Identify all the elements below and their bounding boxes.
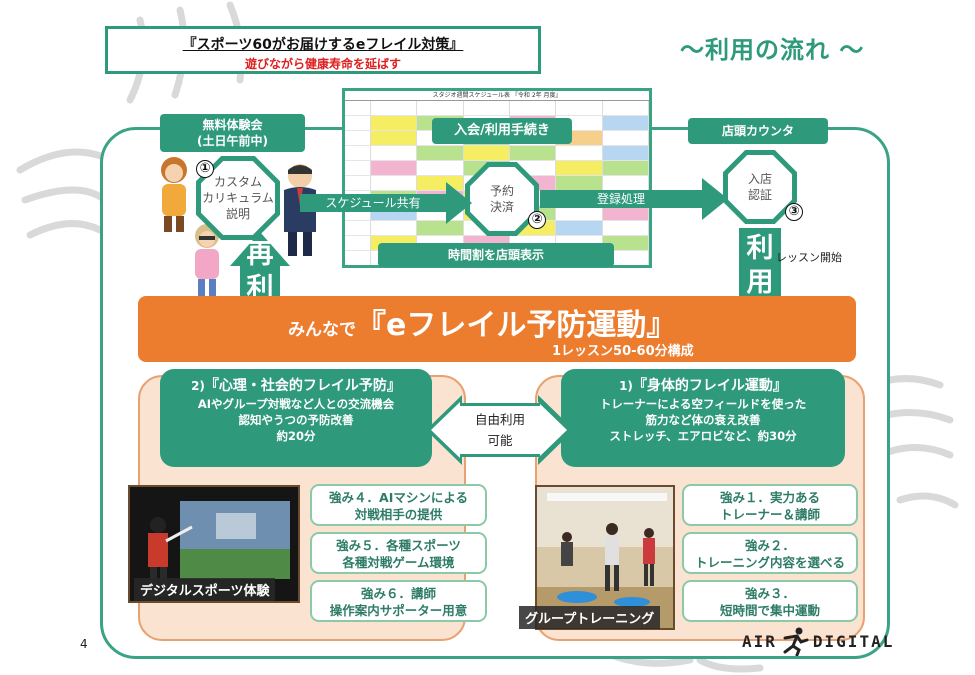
- step2-text-line1: 予約: [489, 184, 514, 198]
- lesson-start-text: レッスン開始: [776, 251, 842, 264]
- step3-store-entry-auth: 入店 認証: [723, 150, 797, 224]
- page-title: 『スポーツ60がお届けするeフレイル対策』: [182, 37, 464, 53]
- runner-icon: [783, 627, 809, 656]
- strength-4-card: 強み４．AIマシンによる 対戦相手の提供: [310, 484, 487, 526]
- reuse-char-1: 再: [246, 239, 274, 270]
- store-counter-label: 店頭カウンタ: [688, 118, 828, 144]
- psych-social-line1: AIやグループ対戦など人との交流機会: [197, 397, 395, 411]
- strength-3-line2: 短時間で集中運動: [719, 603, 820, 618]
- psych-social-num: 2): [191, 379, 205, 393]
- step1-text-line3: 説明: [225, 207, 250, 221]
- step2-number: ②: [528, 211, 546, 229]
- strength-1-line1: 強み１．実力ある: [719, 490, 820, 505]
- step3-text-line2: 認証: [747, 188, 772, 202]
- strength-5-card: 強み５．各種スポーツ 各種対戦ゲーム環境: [310, 532, 487, 574]
- strength-4-line1: 強み４．AIマシンによる: [329, 490, 468, 505]
- physical-exercise-line2: 筋力など体の衰え改善: [645, 413, 761, 427]
- use-char-2: 用: [746, 267, 774, 298]
- physical-exercise-line1: トレーナーによる空フィールドを使った: [599, 397, 807, 411]
- physical-exercise-line3: ストレッチ、エアロビなど、約30分: [609, 429, 797, 443]
- digital-sports-caption: デジタルスポーツ体験: [134, 578, 276, 601]
- psych-social-line2: 認知やうつの予防改善: [238, 413, 354, 427]
- psych-social-title: 『心理・社会的フレイル予防』: [204, 378, 401, 394]
- physical-exercise-title: 『身体的フレイル運動』: [632, 378, 787, 394]
- free-trial-label-line1: 無料体験会: [202, 118, 263, 132]
- schedule-share-text: スケジュール共有: [325, 196, 421, 210]
- banner-subtitle: 1レッスン50-60分構成: [552, 344, 694, 359]
- step2-text-line2: 決済: [489, 200, 514, 214]
- logo-text-right: DIGITAL: [812, 631, 895, 651]
- free-use-line2: 可能: [487, 433, 513, 448]
- logo-text-left: AIR: [742, 631, 777, 651]
- step1-text-line1: カスタム: [213, 175, 262, 189]
- physical-exercise-num: 1): [619, 379, 633, 393]
- step1-number: ①: [196, 160, 214, 178]
- strength-4-line2: 対戦相手の提供: [354, 507, 443, 522]
- strength-5-line2: 各種対戦ゲーム環境: [342, 555, 455, 570]
- strength-2-line2: トレーニング内容を選べる: [694, 555, 845, 570]
- strength-6-line2: 操作案内サポーター用意: [329, 603, 468, 618]
- strength-6-card: 強み６．講師 操作案内サポーター用意: [310, 580, 487, 622]
- physical-exercise-box: 1)『身体的フレイル運動』 トレーナーによる空フィールドを使った 筋力など体の衰…: [561, 369, 845, 467]
- strength-2-line1: 強み２．: [744, 538, 795, 553]
- efrail-banner: みんなで『eフレイル予防運動』 1レッスン50-60分構成: [138, 296, 856, 362]
- group-training-caption: グループトレーニング: [519, 606, 661, 629]
- flow-heading: ～利用の流れ ～: [680, 36, 865, 64]
- registration-arrow: 登録処理: [540, 178, 728, 220]
- title-box: 『スポーツ60がお届けするeフレイル対策』 遊びながら健康寿命を延ばす: [105, 26, 541, 74]
- psych-social-box: 2)『心理・社会的フレイル予防』 AIやグループ対戦など人との交流機会 認知やう…: [160, 369, 432, 467]
- use-char-1: 利: [746, 233, 774, 264]
- step1-text-line2: カリキュラム: [202, 191, 274, 205]
- step3-number: ③: [785, 203, 803, 221]
- free-trial-label: 無料体験会 (土日午前中): [160, 114, 305, 152]
- schedule-sheet-title: スタジオ週間スケジュール表 『令和 2年 月度』: [432, 92, 562, 99]
- free-trial-label-line2: (土日午前中): [197, 134, 268, 148]
- strength-1-line2: トレーナー＆講師: [719, 507, 820, 522]
- banner-prefix: みんなで: [288, 320, 356, 340]
- page-number: 4: [80, 637, 88, 651]
- free-use-line1: 自由利用: [474, 412, 525, 427]
- strength-6-line1: 強み６．講師: [360, 586, 436, 601]
- schedule-share-arrow: スケジュール共有: [300, 182, 472, 224]
- strength-1-card: 強み１．実力ある トレーナー＆講師: [682, 484, 858, 526]
- strength-5-line1: 強み５．各種スポーツ: [336, 538, 461, 553]
- psych-social-line3: 約20分: [276, 429, 316, 443]
- step3-text-line1: 入店: [747, 172, 772, 186]
- page-subtitle: 遊びながら健康寿命を延ばす: [244, 57, 401, 71]
- strength-2-card: 強み２． トレーニング内容を選べる: [682, 532, 858, 574]
- banner-title: 『eフレイル予防運動』: [356, 308, 677, 343]
- strength-3-card: 強み３． 短時間で集中運動: [682, 580, 858, 622]
- registration-text: 登録処理: [596, 192, 645, 206]
- signup-label: 入会/利用手続き: [432, 118, 572, 144]
- strength-3-line1: 強み３．: [744, 586, 795, 601]
- timetable-display-label: 時間割を店頭表示: [378, 243, 614, 267]
- step2-reserve-payment: 予約 決済: [465, 162, 539, 236]
- air-digital-logo: AIR DIGITAL: [742, 626, 894, 656]
- free-use-double-arrow: 自由利用 可能: [426, 395, 574, 465]
